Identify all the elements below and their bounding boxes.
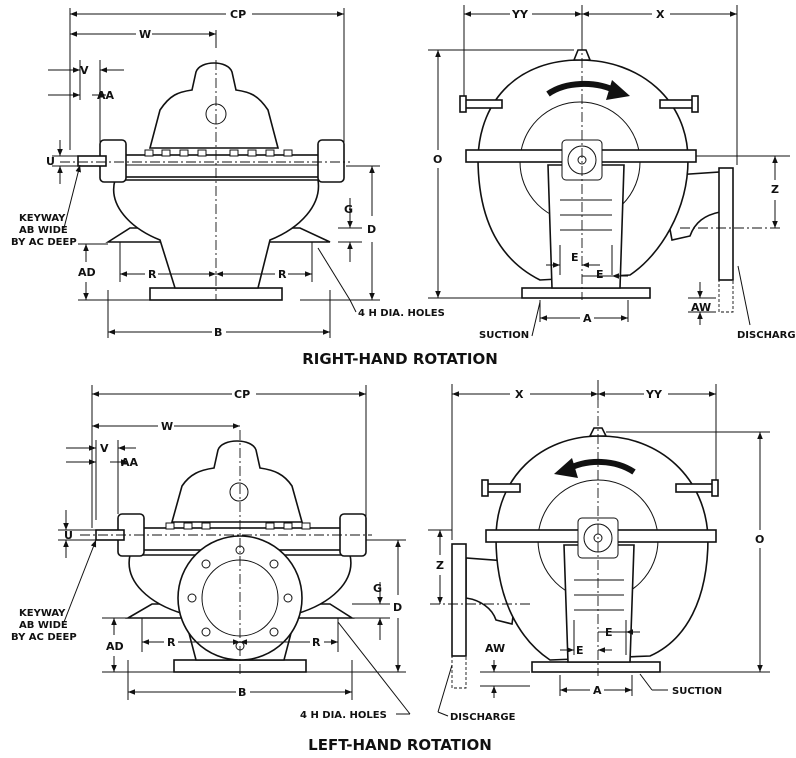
holes-note-1: 4 H DIA. HOLES: [358, 308, 445, 319]
lh-end-dimensions: CP W V AA U KEYWAY AB WIDE BY AC DEEP G …: [11, 385, 411, 721]
dim-e-2b: E: [576, 644, 584, 657]
dim-aw-1: AW: [691, 301, 711, 314]
dim-e-1a: E: [571, 251, 579, 264]
keyway-note-2-line2: AB WIDE: [19, 620, 68, 631]
dim-a-1: A: [583, 312, 592, 325]
dim-a-2: A: [593, 684, 602, 697]
dim-r-1b: R: [278, 268, 287, 281]
dim-z-1: Z: [771, 183, 779, 196]
dim-aw-2: AW: [485, 642, 505, 655]
rh-end-bolts: [144, 149, 293, 157]
dim-aa-2: AA: [121, 456, 139, 469]
rh-end-shaft: [77, 155, 107, 167]
dim-v-2: V: [100, 442, 109, 455]
dim-g-2: G: [373, 582, 382, 595]
title-left-hand-rotation: LEFT-HAND ROTATION: [308, 736, 492, 754]
discharge-note-1: DISCHARGE: [737, 330, 796, 341]
dim-r-2a: R: [167, 636, 176, 649]
dim-b-2: B: [238, 686, 246, 699]
rh-end-dimensions: CP W V AA U KEYWAY AB WIDE BY AC DEEP G …: [11, 8, 445, 339]
dim-aa-1: AA: [97, 89, 115, 102]
rh-side-view: [459, 40, 780, 313]
dim-d-2: D: [393, 601, 402, 614]
dim-cp-2: CP: [234, 388, 250, 401]
keyway-note-1-line1: KEYWAY: [19, 213, 66, 224]
lh-side-view: [430, 380, 719, 689]
dim-r-1a: R: [148, 268, 157, 281]
dim-cp-1: CP: [230, 8, 246, 21]
title-right-hand-rotation: RIGHT-HAND ROTATION: [302, 350, 498, 368]
dim-r-2b: R: [312, 636, 321, 649]
dim-w-1: W: [139, 28, 151, 41]
dim-o-1: O: [433, 153, 442, 166]
suction-note-1: SUCTION: [479, 330, 529, 341]
dim-w-2: W: [161, 420, 173, 433]
rh-pedestal: [547, 164, 625, 289]
rh-end-casing: [112, 179, 320, 289]
dim-o-2: O: [755, 533, 764, 546]
dim-z-2: Z: [436, 559, 444, 572]
rh-side-dimensions: YY X O Z E E A AW SUCTION DISCHAR: [428, 5, 796, 341]
dim-ad-1: AD: [78, 266, 96, 279]
rh-end-view: [60, 60, 350, 301]
lh-discharge-flange: [451, 543, 467, 657]
rh-end-bearing-right: [317, 139, 345, 183]
rh-discharge-flange: [718, 167, 734, 281]
rh-end-flange: [117, 154, 331, 178]
lh-side-dimensions: X YY O Z E E A AW SUCTION: [428, 380, 770, 723]
keyway-note-1-line3: BY AC DEEP: [11, 237, 77, 248]
lh-end-view: [80, 430, 372, 676]
rh-side-base: [521, 287, 651, 299]
dim-x-1: X: [656, 8, 665, 21]
dim-b-1: B: [214, 326, 222, 339]
keyway-note-2-line1: KEYWAY: [19, 608, 66, 619]
dim-yy-1: YY: [511, 8, 529, 21]
dim-x-2: X: [515, 388, 524, 401]
holes-note-2: 4 H DIA. HOLES: [300, 710, 387, 721]
dim-e-1b: E: [596, 268, 604, 281]
dim-yy-2: YY: [645, 388, 663, 401]
dim-u-1: U: [46, 155, 55, 168]
keyway-note-2-line3: BY AC DEEP: [11, 632, 77, 643]
dim-v-1: V: [80, 64, 89, 77]
dim-ad-2: AD: [106, 640, 124, 653]
dim-g-1: G: [344, 203, 353, 216]
dim-d-1: D: [367, 223, 376, 236]
keyway-note-1-line2: AB WIDE: [19, 225, 68, 236]
discharge-note-2: DISCHARGE: [450, 712, 516, 723]
dim-e-2a: E: [605, 626, 613, 639]
dim-u-2: U: [64, 529, 73, 542]
suction-note-2: SUCTION: [672, 686, 722, 697]
